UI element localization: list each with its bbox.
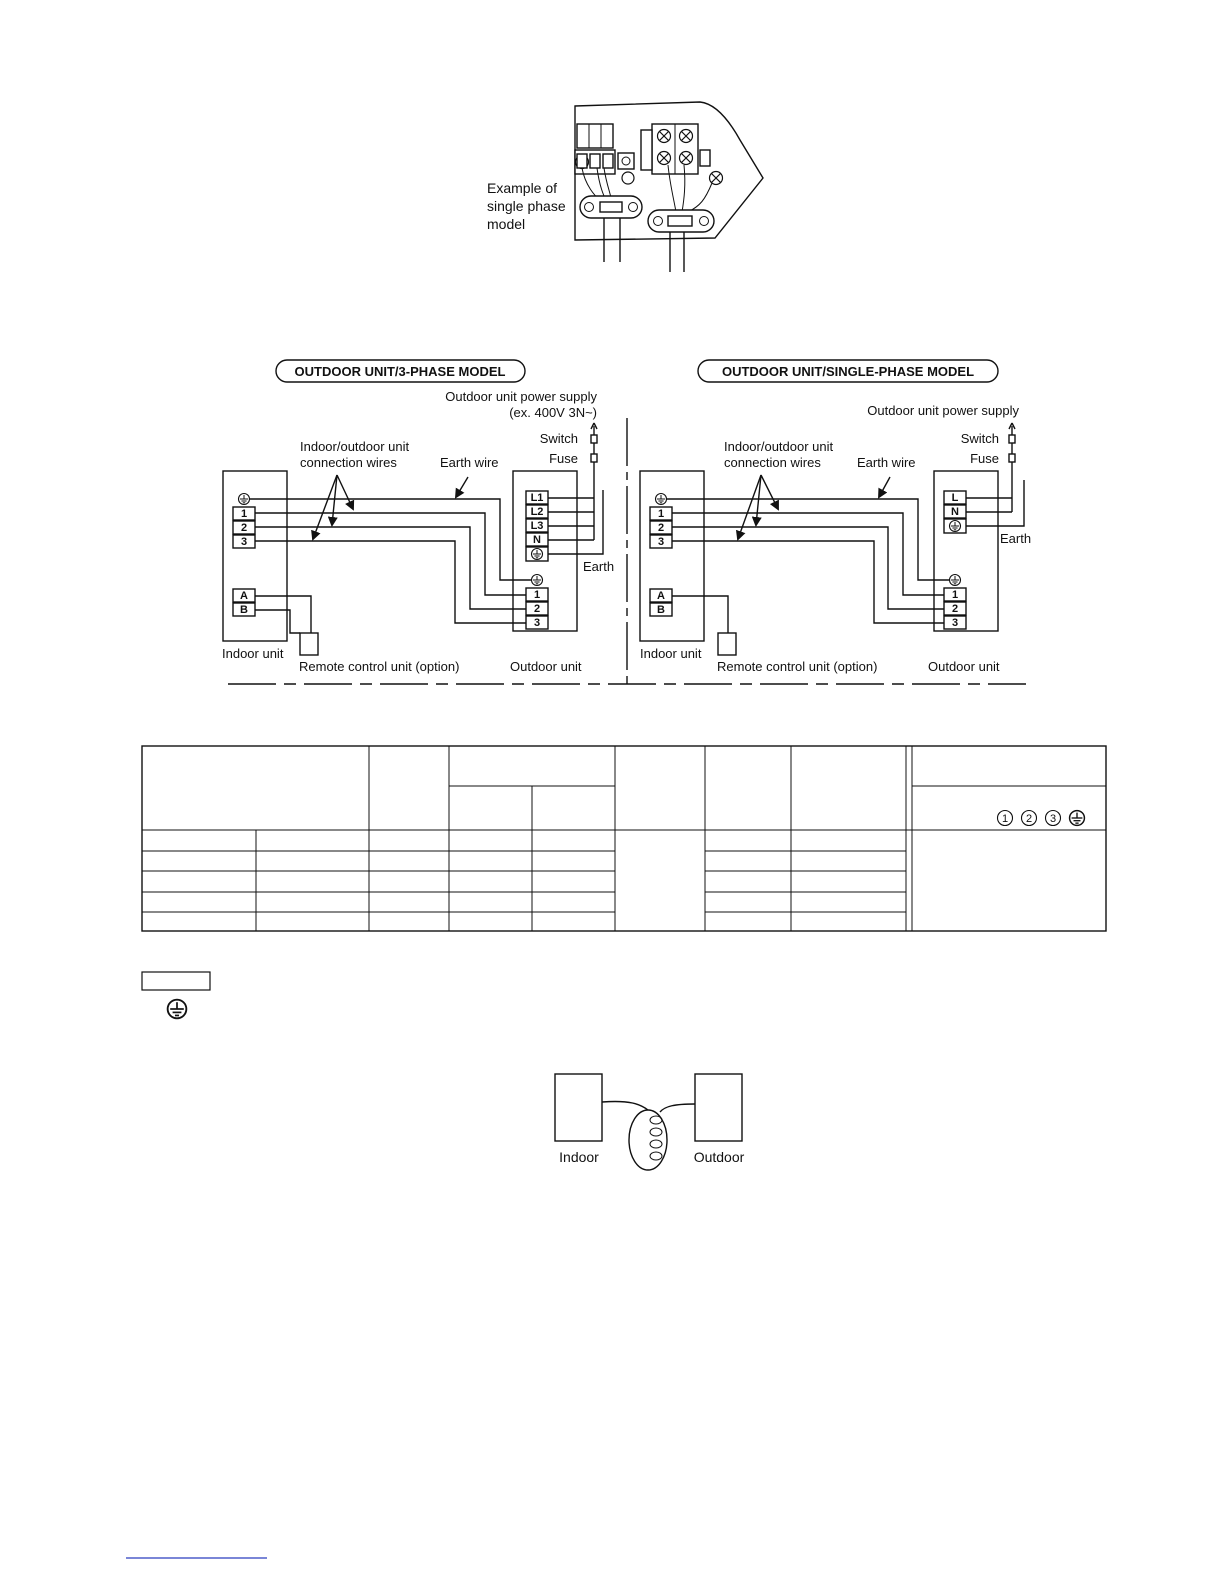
single-phase-terminal-l: L [952, 492, 959, 504]
single-phase-outdoor-terminal-3: 3 [952, 617, 958, 629]
three-phase-indoor-unit-label: Indoor unit [222, 646, 284, 661]
three-phase-indoor-unit-box [222, 470, 288, 642]
coil-indoor-label: Indoor [559, 1149, 599, 1165]
single-phase-connection-wires-label-2: connection wires [724, 455, 821, 470]
single-phase-switch-label: Switch [961, 431, 999, 446]
circled-terminal-3: 3 [1050, 813, 1056, 825]
three-phase-remote-box [299, 632, 319, 656]
three-phase-terminal-l3: L3 [531, 520, 544, 532]
example-caption-line-2: single phase [487, 198, 566, 214]
coil-outdoor-box [694, 1073, 743, 1142]
single-phase-connection-wires-label-1: Indoor/outdoor unit [724, 439, 834, 454]
single-phase-fuse-label: Fuse [970, 451, 999, 466]
three-phase-terminal-n: N [533, 534, 541, 546]
three-phase-indoor-terminal-1: 1 [241, 508, 247, 520]
excess-cable-coil-diagram: Indoor Outdoor [554, 1073, 745, 1171]
circled-terminal-1: 1 [1002, 813, 1008, 825]
three-phase-fuse-label: Fuse [549, 451, 578, 466]
example-caption-line-1: Example of [487, 180, 557, 196]
three-phase-outdoor-terminal-2: 2 [534, 603, 540, 615]
three-phase-earth-label: Earth [583, 559, 614, 574]
terminal-box-illustration: Example of single phase model [487, 101, 764, 272]
single-phase-outdoor-terminal-2: 2 [952, 603, 958, 615]
single-phase-outdoor-terminal-1: 1 [952, 589, 958, 601]
three-phase-terminal-l2: L2 [531, 506, 544, 518]
three-phase-power-supply-label: Outdoor unit power supply [445, 389, 597, 404]
single-phase-remote-box [717, 632, 737, 656]
example-caption-line-3: model [487, 216, 525, 232]
single-phase-outdoor-unit-box [933, 470, 999, 632]
single-phase-earth-wire-label: Earth wire [857, 455, 916, 470]
three-phase-earth-wire-label: Earth wire [440, 455, 499, 470]
three-phase-power-spec-label: (ex. 400V 3N~) [509, 405, 597, 420]
three-phase-indoor-terminal-b: B [240, 604, 248, 616]
single-phase-indoor-terminal-a: A [657, 590, 665, 602]
single-phase-indoor-terminal-b: B [657, 604, 665, 616]
three-phase-connection-wires-label-1: Indoor/outdoor unit [300, 439, 410, 454]
single-phase-earth-label: Earth [1000, 531, 1031, 546]
three-phase-connection-wires-label-2: connection wires [300, 455, 397, 470]
three-phase-remote-label: Remote control unit (option) [299, 659, 459, 674]
single-phase-terminal-n: N [951, 506, 959, 518]
note-label-box [141, 971, 211, 991]
three-phase-outdoor-unit-label: Outdoor unit [510, 659, 582, 674]
three-phase-indoor-terminal-3: 3 [241, 536, 247, 548]
single-phase-remote-label: Remote control unit (option) [717, 659, 877, 674]
three-phase-outdoor-terminal-1: 1 [534, 589, 540, 601]
three-phase-title-frame [275, 359, 526, 383]
three-phase-indoor-terminal-a: A [240, 590, 248, 602]
three-phase-outdoor-unit-box [512, 470, 578, 632]
single-phase-indoor-terminal-2: 2 [658, 522, 664, 534]
coil-outdoor-label: Outdoor [694, 1149, 745, 1165]
circled-terminal-2: 2 [1026, 813, 1032, 825]
three-phase-indoor-terminal-2: 2 [241, 522, 247, 534]
wire-spec-table: 1 2 3 [141, 745, 1107, 932]
three-phase-terminal-l1: L1 [531, 492, 544, 504]
earth-symbol-icon [166, 998, 188, 1020]
three-phase-title: OUTDOOR UNIT/3-PHASE MODEL [295, 364, 506, 379]
single-phase-title: OUTDOOR UNIT/SINGLE-PHASE MODEL [722, 364, 974, 379]
single-phase-outdoor-unit-label: Outdoor unit [928, 659, 1000, 674]
three-phase-outdoor-terminal-3: 3 [534, 617, 540, 629]
single-phase-indoor-terminal-1: 1 [658, 508, 664, 520]
single-phase-wiring-diagram: OUTDOOR UNIT/SINGLE-PHASE MODEL Outdoor … [639, 359, 1031, 674]
coil-indoor-box [554, 1073, 603, 1142]
three-phase-switch-label: Switch [540, 431, 578, 446]
single-phase-indoor-unit-label: Indoor unit [640, 646, 702, 661]
three-phase-wiring-diagram: OUTDOOR UNIT/3-PHASE MODEL Outdoor unit … [222, 359, 614, 674]
single-phase-indoor-unit-box [639, 470, 705, 642]
single-phase-indoor-terminal-3: 3 [658, 536, 664, 548]
single-phase-title-frame [697, 359, 999, 383]
single-phase-power-supply-label: Outdoor unit power supply [867, 403, 1019, 418]
